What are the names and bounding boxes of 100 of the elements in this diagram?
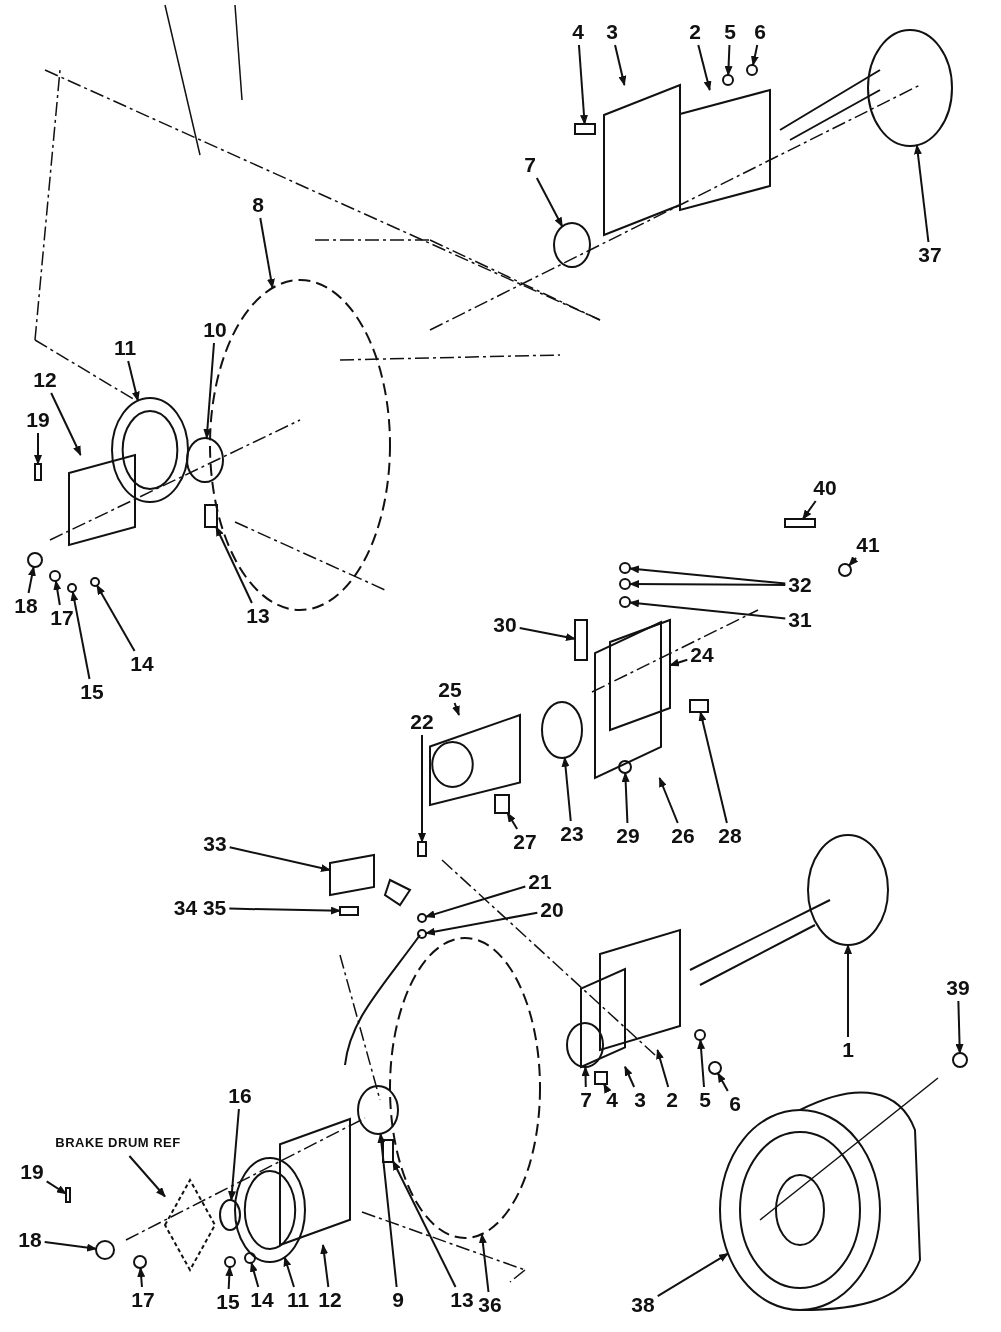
callout-number: 22	[409, 711, 435, 733]
round-part	[619, 562, 631, 574]
callout-number: 24	[689, 644, 715, 666]
round-part	[708, 1061, 722, 1075]
callout-number: 34 35	[172, 897, 228, 919]
round-part	[541, 701, 583, 759]
small-part	[382, 1139, 394, 1163]
leader-line	[127, 360, 140, 402]
leader-line	[377, 1132, 398, 1288]
plate-part	[603, 83, 681, 237]
round-part	[49, 570, 61, 582]
callout-number: 13	[449, 1289, 475, 1311]
leader-line	[259, 217, 275, 289]
leader-line	[320, 1244, 330, 1288]
leader-line	[228, 906, 341, 915]
leader-line	[716, 1072, 729, 1092]
leader-line	[697, 1039, 706, 1088]
leader-line	[43, 1240, 98, 1252]
plate-part	[279, 1117, 351, 1247]
plate-part	[609, 618, 671, 732]
callout-number: 38	[630, 1294, 656, 1316]
callout-number: 6	[753, 21, 767, 43]
callout-number: 21	[527, 871, 553, 893]
leader-line	[424, 885, 527, 919]
brake-drum-drawing	[163, 1177, 217, 1273]
callout-number: 39	[945, 977, 971, 999]
callout-number: 31	[787, 609, 813, 631]
leader-line	[70, 590, 91, 680]
plate-part	[599, 928, 681, 1052]
leader-line	[801, 500, 817, 520]
callout-number: 32	[787, 574, 813, 596]
leader-line	[535, 177, 564, 228]
leader-line	[577, 44, 588, 125]
callout-number: 11	[112, 337, 138, 359]
leader-line	[478, 1233, 490, 1293]
callout-number: 18	[13, 595, 39, 617]
small-part	[784, 518, 816, 528]
leader-line	[203, 342, 215, 440]
round-part	[133, 1255, 147, 1269]
ring-part	[234, 1157, 306, 1263]
callout-number: 18	[17, 1229, 43, 1251]
round-part	[67, 583, 77, 593]
leader-line	[283, 1256, 295, 1288]
leader-line	[518, 626, 576, 641]
round-part	[357, 1085, 399, 1135]
callout-number: 5	[698, 1089, 712, 1111]
leader-line	[844, 944, 852, 1038]
leader-line	[225, 1266, 234, 1290]
callout-number: 17	[49, 607, 75, 629]
leader-line	[452, 702, 460, 716]
round-part	[867, 29, 953, 147]
callout-number: 4	[571, 21, 585, 43]
callout-number: 6	[728, 1093, 742, 1115]
round-part	[244, 1252, 256, 1264]
leader-line	[215, 526, 253, 604]
leader-line	[656, 1049, 670, 1088]
round-part	[417, 929, 427, 939]
leader-line	[848, 556, 859, 567]
callout-number: 4	[605, 1089, 619, 1111]
round-part	[618, 760, 632, 774]
leader-line	[581, 1066, 590, 1088]
small-part	[689, 699, 709, 713]
callout-number: 7	[579, 1089, 593, 1111]
plate-part	[594, 620, 662, 780]
callout-number: 1	[841, 1039, 855, 1061]
leader-line	[955, 1000, 964, 1054]
round-part	[219, 1199, 241, 1231]
leader-line	[228, 1108, 240, 1202]
round-part	[90, 577, 100, 587]
callout-number: 15	[215, 1291, 241, 1313]
leader-line	[621, 772, 630, 824]
round-part	[224, 1256, 236, 1268]
small-part	[574, 123, 596, 135]
callout-number: 15	[79, 681, 105, 703]
callout-number: 19	[25, 409, 51, 431]
wheel-drawing	[719, 1109, 881, 1311]
round-part	[619, 596, 631, 608]
leader-line	[658, 777, 679, 824]
leader-line	[603, 1083, 612, 1094]
small-part	[65, 1187, 71, 1203]
round-part	[619, 578, 631, 590]
callout-number: 23	[559, 823, 585, 845]
leader-line	[424, 911, 539, 936]
leader-line	[250, 1261, 260, 1288]
leader-line	[750, 44, 759, 67]
leader-line	[628, 599, 787, 620]
leader-line	[53, 579, 62, 606]
plate-part	[68, 453, 136, 547]
callout-number: 26	[670, 825, 696, 847]
small-part	[417, 841, 427, 857]
ring-part	[111, 397, 189, 503]
leader-line	[669, 658, 689, 667]
callout-number: 28	[717, 825, 743, 847]
callout-number: 29	[615, 825, 641, 847]
callout-number: 13	[245, 605, 271, 627]
callout-number: 20	[539, 899, 565, 921]
callout-number: 25	[437, 679, 463, 701]
callout-number: 5	[723, 21, 737, 43]
callout-number: 11	[285, 1289, 311, 1311]
leader-line	[561, 756, 572, 822]
